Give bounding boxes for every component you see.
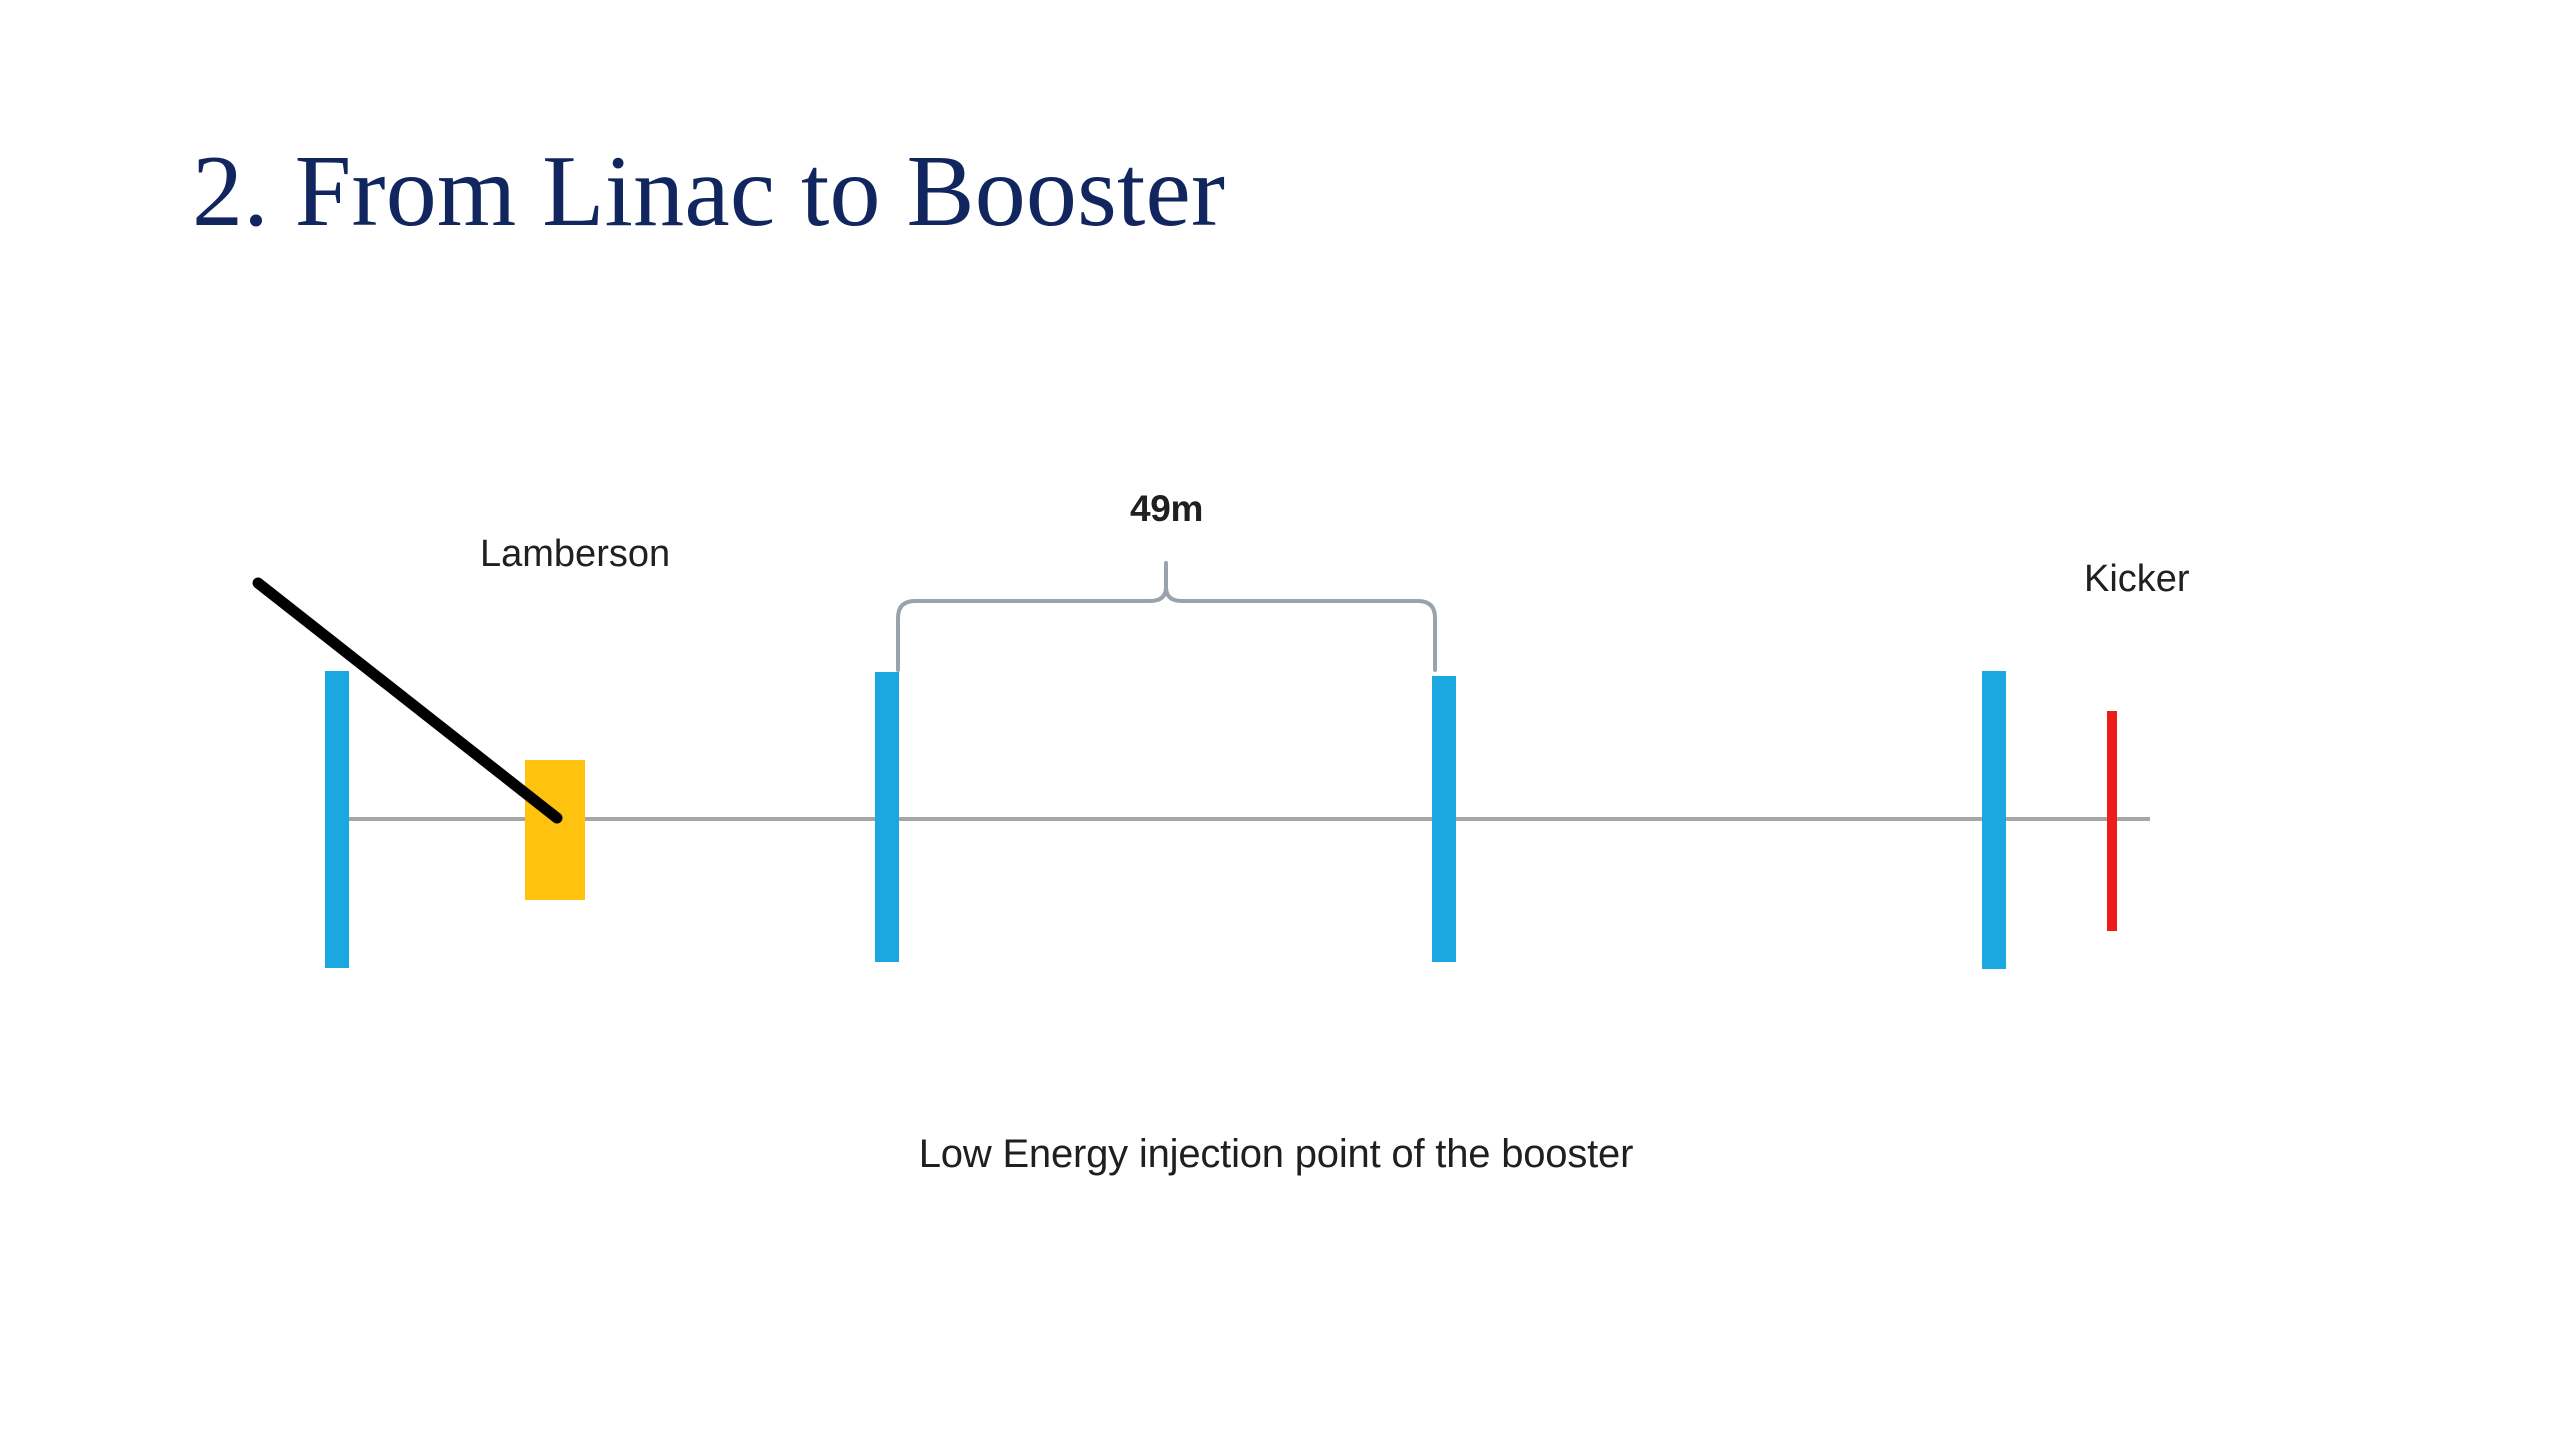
dimension-brace [896, 561, 1437, 672]
diagram-caption-text: Low Energy injection point of the booste… [918, 1132, 1634, 1176]
blue-magnet-4 [1982, 671, 2006, 969]
lamberson-label: Lamberson [480, 533, 671, 575]
blue-magnet-1 [325, 671, 349, 968]
blue-magnet-2 [875, 672, 899, 962]
blue-magnet-3 [1432, 676, 1456, 962]
diagram-caption: Low Energy injection point of the booste… [0, 1132, 2560, 1177]
distance-label: 49m [1130, 488, 1204, 529]
page-title: 2. From Linac to Booster [192, 135, 1226, 248]
lamberson-septum [525, 760, 585, 900]
injection-beam-line [252, 577, 563, 824]
kicker-label: Kicker [2084, 558, 2190, 600]
kicker-element [2107, 711, 2117, 931]
